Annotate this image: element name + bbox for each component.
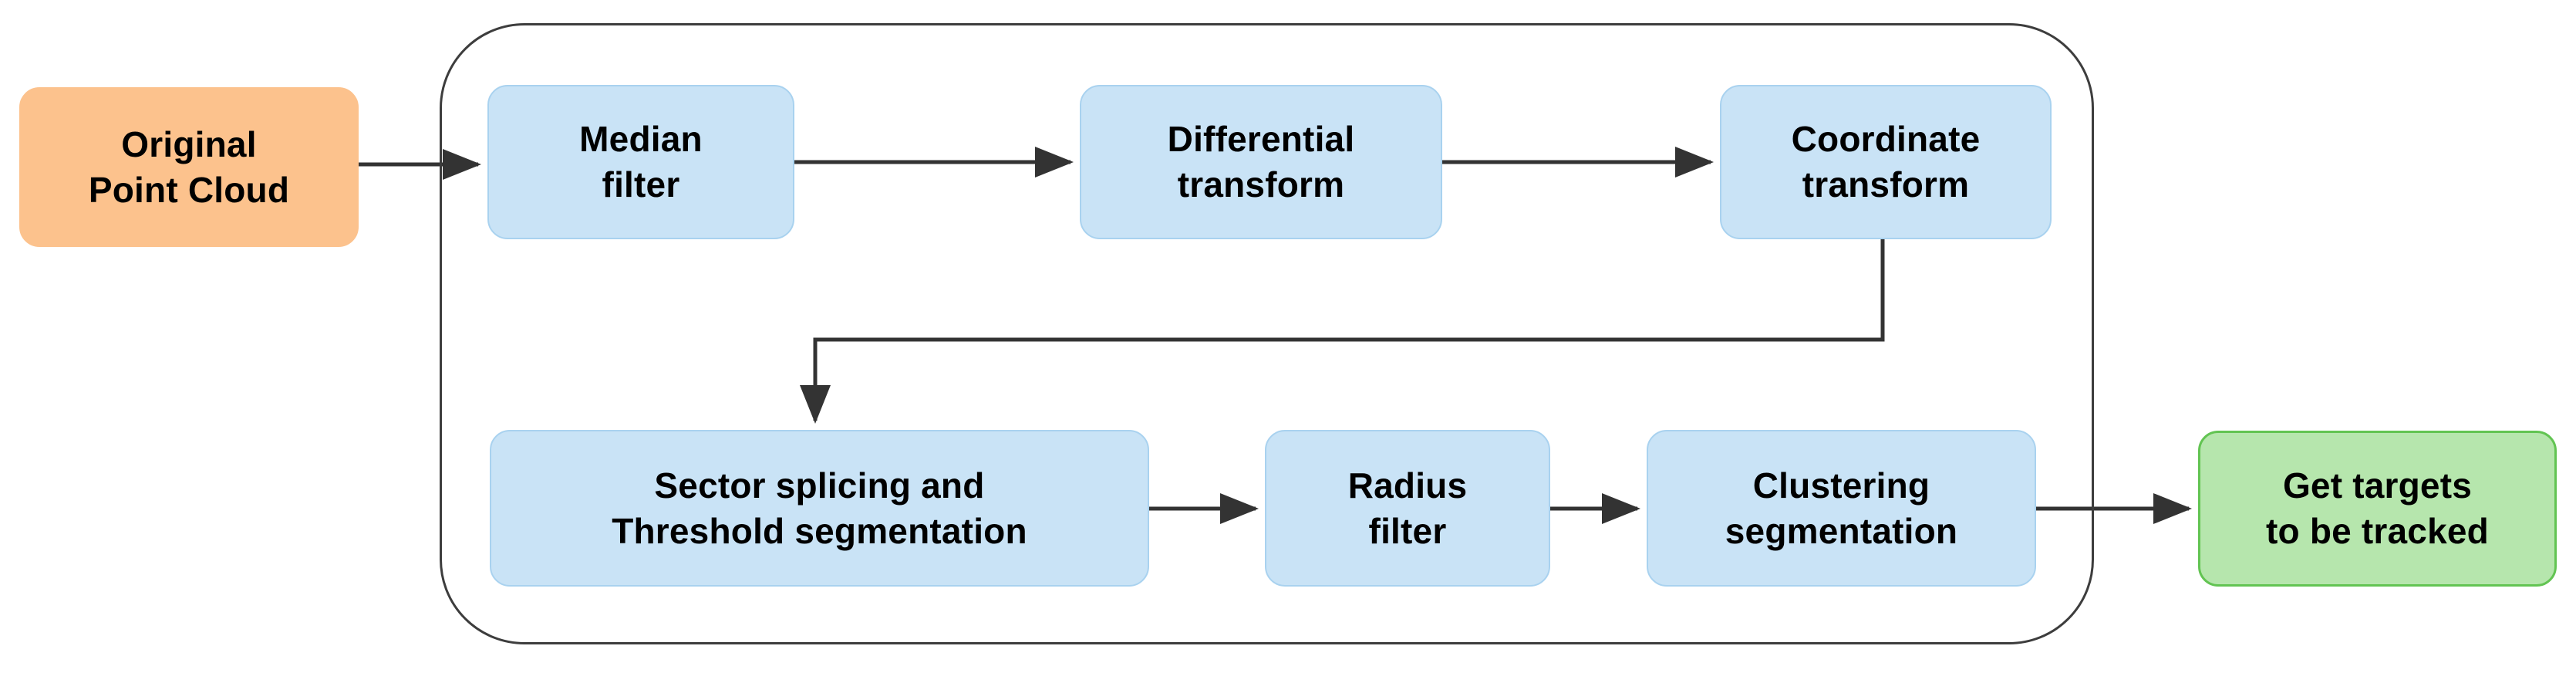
node-original-point-cloud[interactable]: Original Point Cloud (19, 87, 359, 247)
node-sector-splicing-threshold-segmentation[interactable]: Sector splicing and Threshold segmentati… (490, 430, 1149, 587)
node-get-targets-to-be-tracked[interactable]: Get targets to be tracked (2198, 431, 2557, 587)
node-coordinate-transform[interactable]: Coordinate transform (1720, 85, 2052, 239)
node-median-filter[interactable]: Median filter (487, 85, 794, 239)
node-differential-transform[interactable]: Differential transform (1080, 85, 1442, 239)
pipeline-group-boundary (440, 23, 2094, 644)
node-clustering-segmentation[interactable]: Clustering segmentation (1647, 430, 2036, 587)
node-radius-filter[interactable]: Radius filter (1265, 430, 1550, 587)
